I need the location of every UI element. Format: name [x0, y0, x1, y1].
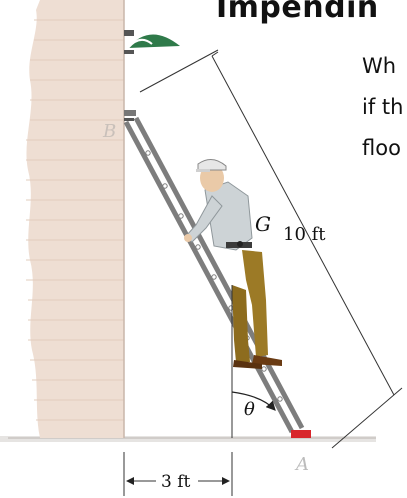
problem-text-line-1: Wh [362, 54, 397, 78]
man-figure [184, 159, 282, 369]
problem-text-line-2: if th [362, 95, 404, 119]
ground [0, 436, 376, 442]
ladder [123, 116, 305, 434]
center-of-mass-point [237, 241, 243, 247]
label-center-mass: G [255, 212, 271, 236]
brick-wall [26, 0, 125, 438]
slide-title: Impendin [216, 0, 379, 25]
label-point-a: A [294, 454, 309, 475]
label-angle: θ [244, 399, 255, 420]
length-dimension [139, 49, 403, 449]
label-point-b: B [102, 121, 116, 142]
angle-arc [231, 391, 276, 411]
problem-text-line-3: floo [362, 136, 401, 160]
wall-bracket [124, 110, 136, 116]
ladder-foot-pad [291, 430, 311, 438]
base-dimension [123, 452, 233, 496]
label-base-distance: 3 ft [161, 472, 191, 492]
label-ladder-length: 10 ft [283, 224, 326, 245]
umbrella-icon [124, 30, 180, 54]
